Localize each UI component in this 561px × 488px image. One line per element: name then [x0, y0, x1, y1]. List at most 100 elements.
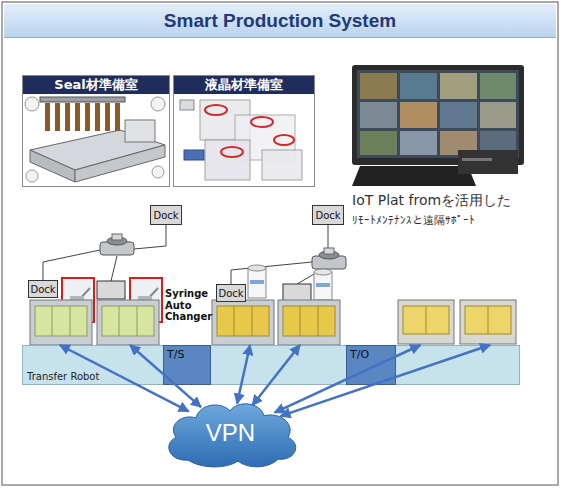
station-label: T/O	[350, 348, 369, 361]
agv-robot	[100, 234, 346, 269]
monitor-illustration	[400, 131, 437, 155]
agv-link-line	[43, 250, 100, 280]
lc-room-illustration	[251, 117, 273, 127]
dock-box: Dock	[28, 280, 58, 298]
material-canister	[314, 269, 332, 275]
production-machine	[278, 300, 340, 345]
station-label: T/S	[167, 348, 184, 361]
production-machine	[102, 306, 154, 336]
monitor-illustration	[360, 73, 397, 99]
seal-room-illustration	[115, 103, 120, 131]
empty-port	[97, 281, 125, 299]
cloud-label: VPN	[206, 419, 255, 447]
production-machine	[97, 300, 159, 345]
lc-room-illustration	[180, 100, 302, 180]
agv-robot	[112, 234, 122, 240]
room-panel: 液晶材準備室	[173, 75, 315, 187]
production-machine	[488, 306, 489, 334]
material-canister	[250, 280, 264, 284]
monitor-illustration	[400, 102, 437, 128]
lc-room-illustration	[184, 150, 204, 160]
seal-room-illustration	[75, 103, 80, 131]
title-bar: Smart Production System	[4, 4, 556, 38]
production-machine	[318, 306, 319, 336]
vpn-cloud: VPN	[158, 396, 303, 470]
seal-room-illustration	[105, 103, 110, 131]
production-machine	[70, 306, 71, 336]
seal-room-illustration	[75, 145, 165, 182]
monitor-illustration	[462, 158, 492, 161]
production-machine	[119, 306, 120, 336]
production-machine	[460, 300, 516, 344]
station-box: T/S	[163, 345, 211, 385]
empty-port	[283, 284, 311, 302]
material-canister	[248, 265, 332, 300]
dock-box: Dock	[312, 205, 344, 225]
dock-label: Dock	[30, 284, 55, 295]
production-machine	[212, 300, 274, 345]
monitor-illustration	[480, 102, 516, 128]
seal-room-illustration	[25, 97, 165, 182]
seal-room-illustration	[151, 97, 165, 111]
monitor-illustration	[440, 73, 477, 99]
band-label: Transfer Robot	[27, 371, 99, 382]
seal-room-illustration	[65, 103, 70, 131]
material-canister	[248, 265, 266, 271]
seal-room-illustration	[55, 103, 60, 131]
material-canister	[316, 283, 330, 287]
agv-link-line	[231, 262, 312, 284]
production-machine	[398, 300, 454, 344]
title-text: Smart Production System	[164, 10, 396, 32]
seal-room-illustration	[125, 120, 155, 142]
dock-label: Dock	[218, 288, 243, 299]
monitor-illustration	[440, 102, 477, 128]
monitor-illustration	[360, 102, 397, 128]
monitor-illustration	[458, 150, 518, 174]
lc-room-illustration	[180, 100, 194, 110]
dock-label: Dock	[153, 210, 178, 221]
monitor-illustration	[400, 73, 437, 99]
lc-room-illustration	[205, 140, 250, 180]
room-panel: Seal材準備室	[22, 75, 170, 187]
production-machine	[465, 306, 511, 334]
monitor-illustration	[480, 73, 516, 99]
production-machine	[30, 300, 92, 345]
dock-box: Dock	[150, 205, 182, 225]
transfer-band: Transfer Robot T/S T/O	[22, 345, 520, 385]
production-machine	[234, 306, 235, 336]
production-machine	[252, 306, 253, 336]
production-machine	[403, 306, 449, 334]
lc-room-illustration	[274, 135, 294, 145]
dock-label: Dock	[315, 210, 340, 221]
seal-room-illustration	[40, 97, 125, 102]
production-machine	[30, 300, 516, 345]
cloud-shape	[169, 404, 296, 467]
station-box: T/O	[346, 345, 396, 385]
room-title: Seal材準備室	[23, 76, 169, 94]
device-label: Syringe Auto Changer	[165, 288, 215, 323]
monitor-illustration	[357, 70, 519, 158]
production-machine	[52, 306, 53, 336]
production-machine	[137, 306, 138, 336]
lc-room-illustration	[262, 150, 302, 180]
material-canister	[248, 268, 266, 298]
production-machine	[283, 306, 335, 336]
agv-link-line	[111, 256, 117, 281]
production-machine	[300, 306, 301, 336]
dock-box: Dock	[216, 284, 246, 302]
agv-link-line	[134, 225, 166, 249]
agv-link-line	[43, 225, 328, 284]
seal-room-illustration	[85, 103, 90, 131]
production-machine	[217, 306, 269, 336]
seal-room-illustration	[45, 103, 50, 131]
monitor-illustration	[360, 131, 397, 155]
platform-note: ﾘﾓｰﾄﾒﾝﾃﾅﾝｽと遠隔ｻﾎﾟｰﾄ	[352, 213, 475, 228]
platform-note: IoT Plat fromを活用した	[352, 192, 511, 210]
agv-robot	[324, 248, 334, 254]
seal-room-illustration	[25, 97, 39, 111]
material-canister	[314, 272, 332, 300]
